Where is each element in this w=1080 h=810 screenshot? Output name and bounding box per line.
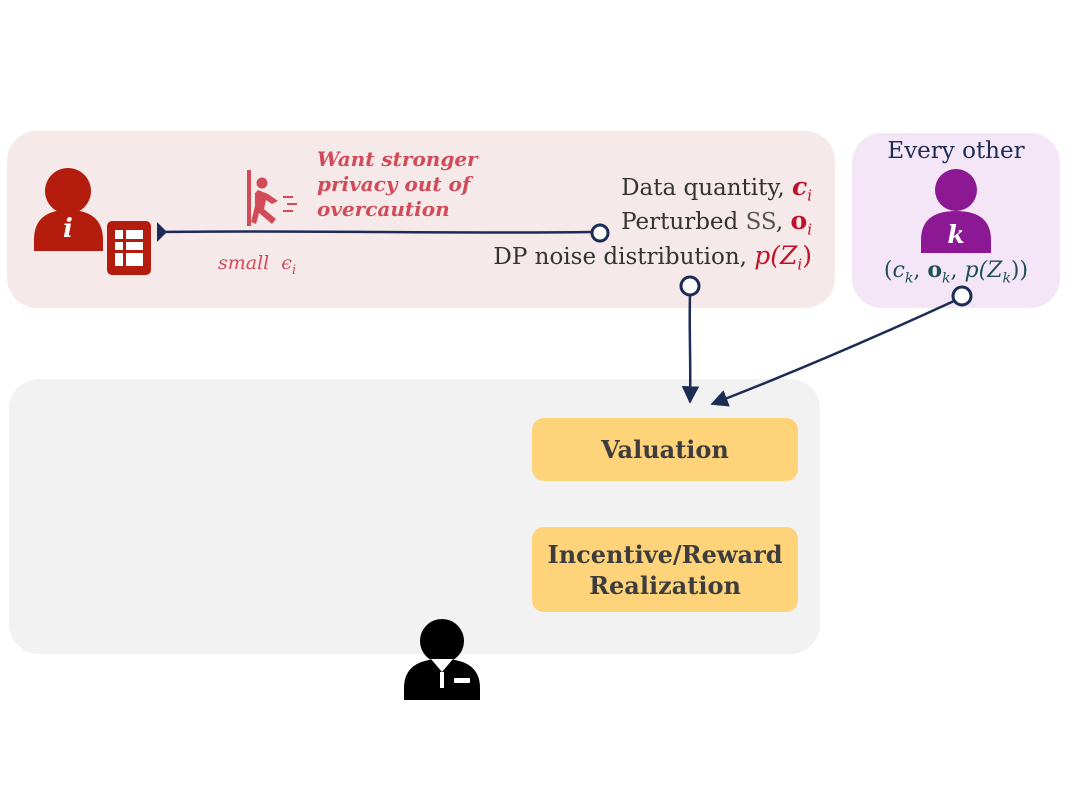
perturbed-ss-line: Perturbed SS, oi (621, 206, 812, 239)
running-person-icon (247, 170, 297, 226)
valuation-input-arrow (679, 275, 701, 404)
agent-i-label: i (63, 214, 73, 244)
mediator-person-with-id-badge-icon (404, 619, 480, 700)
epsilon-label: small ϵi (218, 252, 296, 278)
privacy-note-line3: overcaution (317, 197, 450, 221)
dp-noise-line: DP noise distribution, p(Zi) (493, 241, 812, 274)
submission-arrow (157, 222, 610, 243)
agent-i-person-icon (34, 168, 103, 251)
others-tuple: (ck, ok, p(Zk)) (883, 257, 1029, 287)
privacy-note: Want stronger privacy out of overcaution (317, 147, 478, 222)
epsilon-subscript: i (291, 262, 297, 278)
others-input-arrow (710, 285, 973, 407)
every-other-header: Every other (887, 138, 1025, 164)
epsilon-word: small (218, 252, 270, 274)
epsilon-symbol: ϵ (281, 252, 292, 274)
data-quantity-line: Data quantity, ci (621, 172, 812, 205)
privacy-note-line1: Want stronger (317, 147, 478, 171)
agent-k-person-icon (921, 169, 991, 253)
agent-k-label: k (947, 220, 965, 249)
dataset-table-icon (107, 221, 151, 275)
incentive-reward-box: Incentive/Reward Realization (532, 527, 798, 612)
privacy-note-line2: privacy out of (317, 172, 471, 196)
valuation-box: Valuation (532, 418, 798, 481)
